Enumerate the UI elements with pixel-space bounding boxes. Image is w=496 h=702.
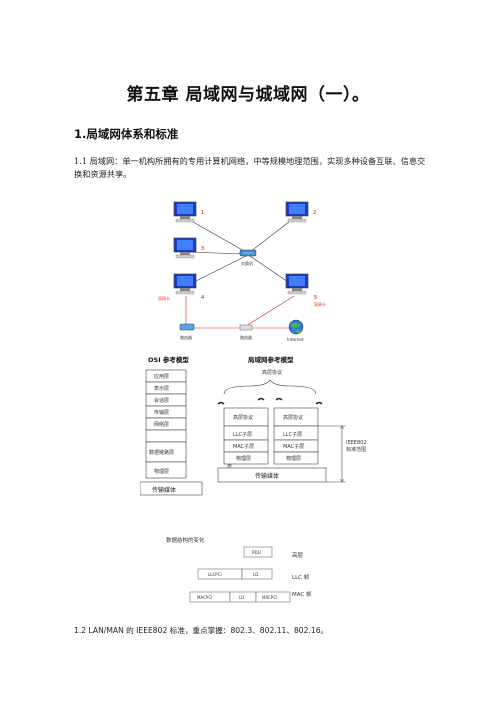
- osi-layer-physical: 物理层: [154, 468, 169, 475]
- osi-layer-datalink: 数据链路层: [149, 449, 174, 456]
- osi-layer-transport: 传输层: [154, 409, 169, 416]
- lan-model-title: 局域网参考模型: [248, 355, 294, 364]
- switch-icon: [239, 249, 257, 257]
- mac-pci-cell-left: MACPCI: [197, 595, 212, 600]
- side-label-mac: MAC 帧: [292, 590, 312, 598]
- osi-layer-presentation: 表示层: [154, 385, 169, 392]
- globe-icon: [288, 319, 304, 335]
- host-label-5: 5: [314, 295, 317, 301]
- internet-label: Internet: [287, 337, 304, 342]
- mac-pci-cell-right: MACPCI: [262, 595, 277, 600]
- host-label-3: 3: [201, 246, 204, 252]
- host-label-2: 2: [313, 210, 316, 216]
- network-topology-figure: 1 2 3 交换机 4 双网卡: [158, 201, 326, 342]
- paragraph-lan-definition: 1.1 局域网：单一机构所拥有的专用计算机网络，中等规模地理范围，实现多种设备互…: [74, 156, 426, 179]
- switch-label: 交换机: [241, 260, 253, 266]
- lan1-llc: LLC子层: [233, 431, 252, 438]
- router-icon: [179, 323, 195, 331]
- lan2-mac: MAC子层: [283, 443, 304, 450]
- computer-icon: [173, 201, 197, 223]
- right-medium-label: 传输媒体: [255, 472, 279, 480]
- computer-icon: [285, 273, 309, 295]
- left-medium-label: 传输媒体: [152, 486, 176, 494]
- mac-ld-cell: LD: [239, 595, 244, 600]
- llc-pci-cell: LLCPCI: [208, 572, 222, 577]
- lan1-upper: 高层协议: [233, 414, 253, 421]
- lan1-phy: 物理层: [236, 455, 251, 462]
- computer-icon: [173, 273, 197, 295]
- bridge-label: 路由器: [240, 334, 252, 340]
- osi-layer-application: 应用层: [154, 373, 169, 380]
- page-title: 第五章 局域网与城域网（一）。: [126, 85, 370, 105]
- paragraph-ieee802-standards: 1.2 LAN/MAN 的 IEEE802 标准，重点掌握：802.3、802.…: [74, 626, 329, 635]
- side-label-llc: LLC 帧: [292, 573, 310, 581]
- pdu-figure-title: 数据结构的变化: [166, 536, 205, 544]
- pdu-structure-figure: 数据结构的变化 PDU LLCPCI LD MACPCI LD MACPCI 高…: [166, 536, 312, 603]
- host-label-1: 1: [201, 210, 204, 216]
- dual-nic-label-right: 双网卡: [314, 301, 326, 307]
- section-heading: 1.局域网体系和标准: [74, 127, 179, 141]
- host-label-4: 4: [201, 295, 204, 301]
- pdu-box: PDU: [252, 550, 261, 555]
- osi-lan-reference-model-figure: OSI 参考模型 局域网参考模型 应用层 表示层 会话层 传输层 网络层 数据链…: [140, 355, 367, 496]
- osi-model-title: OSI 参考模型: [148, 355, 189, 364]
- lan2-llc: LLC子层: [283, 431, 302, 438]
- ieee-label-1: IEEE802: [346, 440, 367, 446]
- router-label: 路由器: [180, 334, 192, 340]
- lan2-phy: 物理层: [286, 455, 301, 462]
- osi-layer-session: 会话层: [154, 397, 169, 404]
- hub-icon: [239, 324, 253, 331]
- ieee-label-2: 标准范围: [346, 446, 366, 453]
- computer-icon: [285, 201, 309, 223]
- osi-layer-network: 网络层: [154, 421, 169, 428]
- computer-icon: [173, 237, 197, 259]
- llc-ld-cell: LD: [253, 572, 258, 577]
- dual-nic-label-left: 双网卡: [158, 295, 170, 301]
- side-label-upper: 高层: [292, 551, 304, 559]
- lan2-upper: 高层协议: [283, 414, 303, 421]
- lan1-mac: MAC子层: [233, 443, 254, 450]
- upper-protocols-label: 高层协议: [262, 369, 282, 376]
